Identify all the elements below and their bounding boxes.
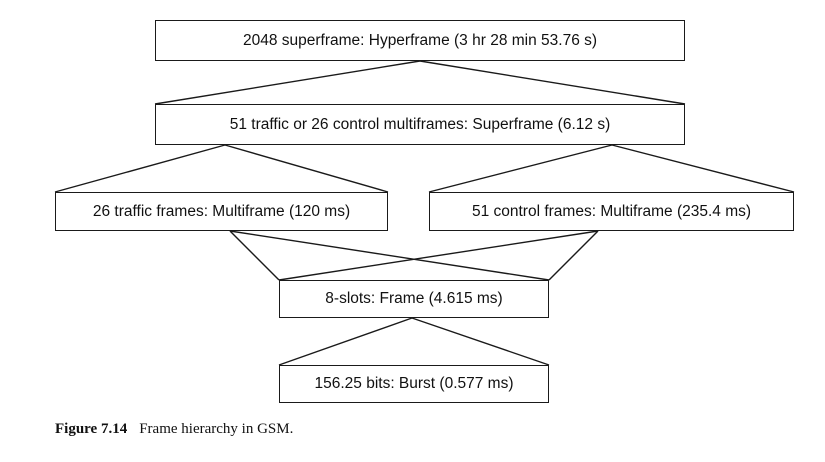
edge-control-frame-right (548, 230, 599, 281)
superframe-label: 51 traffic or 26 control multiframes: Su… (229, 115, 611, 133)
burst-label: 156.25 bits: Burst (0.577 ms) (314, 375, 514, 392)
edge-superframe-control-right (611, 144, 795, 193)
hyperframe-label: 2048 superframe: Hyperframe (3 hr 28 min… (242, 31, 598, 49)
traffic-multiframe-box: 26 traffic frames: Multiframe (120 ms) (55, 192, 388, 231)
figure-number: Figure 7.14 (55, 421, 128, 437)
edge-superframe-traffic-left (54, 144, 226, 193)
figure-caption-text: Frame hierarchy in GSM. (139, 421, 294, 437)
edge-traffic-frame-left (229, 230, 280, 281)
edge-superframe-traffic-right (224, 144, 389, 193)
edge-control-frame-left (278, 230, 599, 281)
edge-traffic-frame-right (229, 230, 550, 281)
frame-box: 8-slots: Frame (4.615 ms) (279, 280, 549, 318)
edge-hyperframe-superframe-right (419, 60, 686, 105)
frame-label: 8-slots: Frame (4.615 ms) (325, 290, 503, 307)
edge-frame-burst-right (411, 317, 550, 366)
control-multiframe-box: 51 control frames: Multiframe (235.4 ms) (429, 192, 794, 231)
traffic-multiframe-label: 26 traffic frames: Multiframe (120 ms) (92, 202, 351, 220)
figure-caption: Figure 7.14 Frame hierarchy in GSM. (55, 421, 293, 438)
superframe-box: 51 traffic or 26 control multiframes: Su… (155, 104, 685, 145)
edge-superframe-control-left (428, 144, 613, 193)
control-multiframe-label: 51 control frames: Multiframe (235.4 ms) (471, 202, 752, 220)
edge-hyperframe-superframe-left (154, 60, 421, 105)
hyperframe-box: 2048 superframe: Hyperframe (3 hr 28 min… (155, 20, 685, 61)
edge-frame-burst-left (278, 317, 413, 366)
burst-box: 156.25 bits: Burst (0.577 ms) (279, 365, 549, 403)
